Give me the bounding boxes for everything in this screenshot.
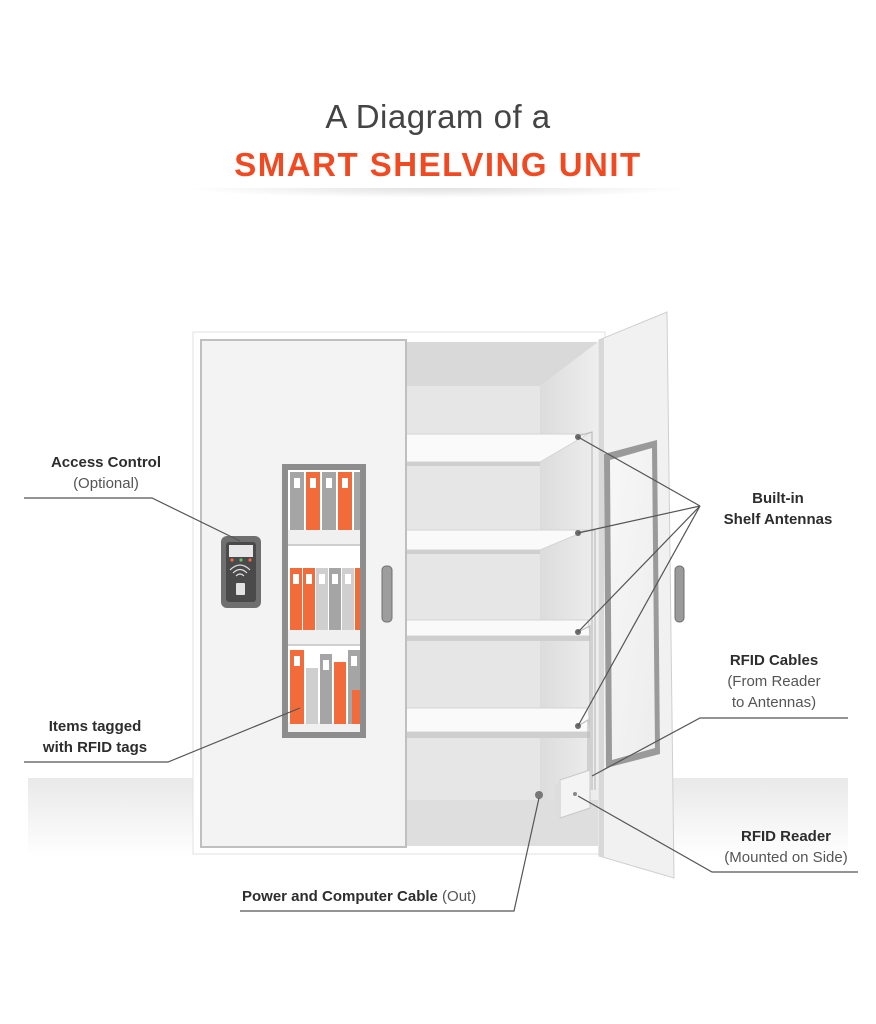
contactless-icon — [229, 564, 251, 577]
label-shelf-antennas-line2: Shelf Antennas — [723, 511, 833, 528]
left-door-handle — [381, 565, 393, 623]
label-access-control-title: Access Control — [50, 454, 162, 471]
binders-middle-row — [290, 568, 360, 630]
binders-top-row — [290, 472, 360, 530]
label-rfid-reader: RFID Reader (Mounted on Side) — [712, 826, 860, 868]
label-shelf-antennas-line1: Built-in — [752, 490, 804, 507]
label-rfid-reader-title: RFID Reader — [740, 828, 832, 845]
leader-rfid-cables — [591, 717, 848, 777]
rfid-reader-box — [555, 769, 591, 819]
label-rfid-cables: RFID Cables (From Reader to Antennas) — [700, 650, 848, 713]
leader-power-cable — [240, 797, 540, 912]
access-control-reader-icon — [221, 536, 261, 608]
right-door-handle — [674, 565, 685, 623]
label-rfid-reader-sub: (Mounted on Side) — [724, 849, 848, 866]
leader-lines — [24, 436, 858, 912]
cabinet-interior-top — [406, 342, 598, 386]
cabinet-interior-floor — [406, 800, 598, 846]
leader-antenna-2 — [577, 505, 701, 534]
floor-shadow-left — [28, 778, 196, 858]
label-power-cable-title: Power and Computer Cable — [242, 888, 438, 905]
label-access-control: Access Control (Optional) — [20, 452, 192, 494]
floor-shadow-right — [672, 778, 848, 858]
leader-access-control — [24, 497, 241, 542]
leader-antenna-4 — [577, 505, 701, 727]
binders-bottom-row — [290, 650, 360, 724]
title-underline-shadow — [180, 188, 696, 198]
diagram-title-line1: A Diagram of a — [325, 98, 551, 135]
label-items-tagged-line2: with RFID tags — [42, 739, 148, 756]
label-access-control-sub: (Optional) — [73, 475, 139, 492]
leader-items-tagged — [24, 707, 301, 763]
label-rfid-cables-sub2: to Antennas) — [731, 694, 817, 711]
leader-antenna-3 — [577, 505, 701, 633]
label-shelf-antennas: Built-in Shelf Antennas — [700, 488, 856, 530]
label-rfid-cables-title: RFID Cables — [729, 652, 819, 669]
leader-antenna-1 — [577, 436, 701, 507]
label-power-cable: Power and Computer Cable (Out) — [242, 886, 542, 907]
power-cable-port — [535, 791, 543, 799]
label-items-tagged-line1: Items tagged — [48, 718, 142, 735]
label-items-tagged: Items tagged with RFID tags — [20, 716, 170, 758]
label-power-cable-sub: (Out) — [442, 888, 477, 905]
right-door — [598, 311, 685, 879]
label-rfid-cables-sub1: (From Reader — [727, 673, 821, 690]
diagram-title-line2: SMART SHELVING UNIT — [234, 146, 642, 183]
leader-rfid-reader — [577, 795, 858, 873]
